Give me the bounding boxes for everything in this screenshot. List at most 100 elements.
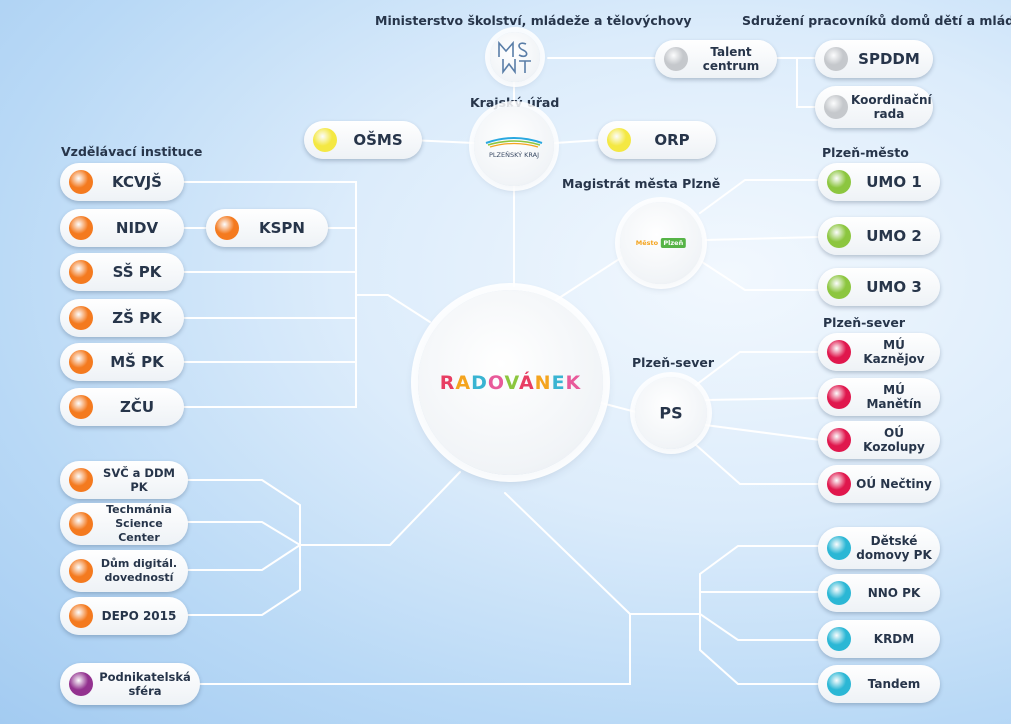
node-svc[interactable]: SVČ a DDM PK bbox=[60, 461, 188, 499]
magistrat-circle: Město Plzeň bbox=[620, 202, 702, 284]
header-plzen-sever-left: Plzeň-sever bbox=[632, 355, 714, 370]
connector-podnik bbox=[199, 613, 631, 685]
node-ss-pk[interactable]: SŠ PK bbox=[60, 253, 184, 291]
kraj-logo-text: PLZEŇSKÝ KRAJ bbox=[488, 150, 540, 159]
node-umo2[interactable]: UMO 2 bbox=[818, 217, 940, 255]
node-umo3[interactable]: UMO 3 bbox=[818, 268, 940, 306]
dot-icon bbox=[69, 512, 93, 536]
node-nidv[interactable]: NIDV bbox=[60, 209, 184, 247]
node-label: Dětské domovy PK bbox=[856, 534, 932, 562]
node-label: UMO 3 bbox=[866, 278, 922, 296]
node-label: KRDM bbox=[873, 632, 915, 646]
node-label: UMO 2 bbox=[866, 227, 922, 245]
node-label: Koordinační rada bbox=[851, 93, 932, 121]
node-kcvjs[interactable]: KCVJŠ bbox=[60, 163, 184, 201]
node-label: NIDV bbox=[115, 219, 159, 237]
dot-icon bbox=[827, 536, 851, 560]
node-talent[interactable]: Talent centrum bbox=[655, 40, 777, 78]
node-osms[interactable]: OŠMS bbox=[304, 121, 422, 159]
node-label: Dům digitál. dovedností bbox=[100, 557, 178, 584]
plzen-word: Plzeň bbox=[660, 238, 687, 248]
node-label: MŠ PK bbox=[110, 353, 164, 371]
node-ms-pk[interactable]: MŠ PK bbox=[60, 343, 184, 381]
dot-icon bbox=[827, 627, 851, 651]
node-mu-kaznejov[interactable]: MÚ Kaznějov bbox=[818, 333, 940, 371]
dot-icon bbox=[827, 340, 851, 364]
dot-icon bbox=[69, 350, 93, 374]
connector-lowerleft-center bbox=[299, 471, 461, 546]
node-label: KCVJŠ bbox=[112, 173, 162, 191]
dot-icon bbox=[69, 604, 93, 628]
radovanek-letter: E bbox=[551, 371, 566, 394]
connector-ps-nectiny bbox=[695, 444, 821, 485]
center-circle: RADOVÁNEK bbox=[418, 290, 603, 475]
node-podnik[interactable]: Podnikatelská sféra bbox=[60, 663, 200, 705]
node-orp[interactable]: ORP bbox=[598, 121, 716, 159]
node-zcu[interactable]: ZČU bbox=[60, 388, 184, 426]
radovanek-letter: V bbox=[504, 371, 519, 394]
connector-spddm-koordinacni bbox=[796, 57, 819, 108]
radovanek-letter: A bbox=[455, 371, 472, 394]
dot-icon bbox=[827, 428, 851, 452]
header-spddm: Sdružení pracovníků domů dětí a mládeže bbox=[742, 13, 1011, 28]
dot-icon bbox=[69, 216, 93, 240]
dot-icon bbox=[69, 395, 93, 419]
node-dum[interactable]: Dům digitál. dovedností bbox=[60, 550, 188, 592]
node-ou-nectiny[interactable]: OÚ Nečtiny bbox=[818, 465, 940, 503]
connector-lowerleft-dum bbox=[187, 543, 301, 616]
dot-icon bbox=[69, 170, 93, 194]
node-label: SVČ a DDM PK bbox=[103, 466, 175, 494]
ps-circle: PS bbox=[635, 377, 707, 449]
connector-center-magistrat bbox=[555, 251, 631, 301]
connector-kraj-orp bbox=[554, 139, 601, 144]
connector-ps-manetin bbox=[704, 397, 821, 401]
node-label: OÚ Kozolupy bbox=[863, 426, 925, 454]
radovanek-letter: O bbox=[487, 371, 505, 394]
node-umo1[interactable]: UMO 1 bbox=[818, 163, 940, 201]
connector-magistrat-umo3 bbox=[701, 261, 820, 291]
node-techmania[interactable]: Techmánia Science Center bbox=[60, 503, 188, 545]
node-koordinacni[interactable]: Koordinační rada bbox=[815, 86, 933, 128]
node-ou-kozolupy[interactable]: OÚ Kozolupy bbox=[818, 421, 940, 459]
node-detske[interactable]: Dětské domovy PK bbox=[818, 527, 940, 569]
connector-magistrat-branch bbox=[699, 179, 820, 214]
dot-icon bbox=[69, 559, 93, 583]
node-label: ZČU bbox=[119, 398, 155, 416]
mesto-plzen-logo: Město Plzeň bbox=[635, 238, 687, 248]
node-nno[interactable]: NNO PK bbox=[818, 574, 940, 612]
node-zs-pk[interactable]: ZŠ PK bbox=[60, 299, 184, 337]
connector-lowerleft-bracket bbox=[187, 479, 301, 547]
node-kspn[interactable]: KSPN bbox=[206, 209, 328, 247]
dot-icon bbox=[664, 47, 688, 71]
kraj-circle: PLZEŇSKÝ KRAJ bbox=[474, 106, 554, 186]
node-label: SPDDM bbox=[858, 50, 920, 68]
node-label: KSPN bbox=[259, 219, 305, 237]
dot-icon bbox=[313, 128, 337, 152]
radovanek-letter: Á bbox=[518, 371, 535, 394]
node-label: SŠ PK bbox=[112, 263, 162, 281]
radovanek-letter: K bbox=[565, 371, 582, 394]
radovanek-logo: RADOVÁNEK bbox=[440, 372, 582, 394]
header-magistrat: Magistrát města Plzně bbox=[562, 176, 721, 191]
connector-edu-center bbox=[355, 294, 431, 323]
node-krdm[interactable]: KRDM bbox=[818, 620, 940, 658]
dot-icon bbox=[69, 468, 93, 492]
node-spddm[interactable]: SPDDM bbox=[815, 40, 933, 78]
node-mu-manetin[interactable]: MÚ Manětín bbox=[818, 378, 940, 416]
connector-lowerright-bracket bbox=[699, 545, 821, 641]
radovanek-word: RADOVÁNEK bbox=[440, 372, 582, 394]
node-label: NNO PK bbox=[867, 586, 921, 600]
header-plzen-sever-right: Plzeň-sever bbox=[823, 315, 905, 330]
node-tandem[interactable]: Tandem bbox=[818, 665, 940, 703]
msmt-logo-icon bbox=[498, 40, 531, 75]
dot-icon bbox=[827, 385, 851, 409]
node-label: Techmánia Science Center bbox=[106, 503, 172, 544]
node-depo[interactable]: DEPO 2015 bbox=[60, 597, 188, 635]
dot-icon bbox=[827, 170, 851, 194]
dot-icon bbox=[827, 672, 851, 696]
mesto-word: Město bbox=[635, 239, 659, 247]
connector-lowerright-tandem bbox=[699, 613, 821, 685]
dot-icon bbox=[69, 260, 93, 284]
radovanek-letter: D bbox=[471, 371, 488, 394]
